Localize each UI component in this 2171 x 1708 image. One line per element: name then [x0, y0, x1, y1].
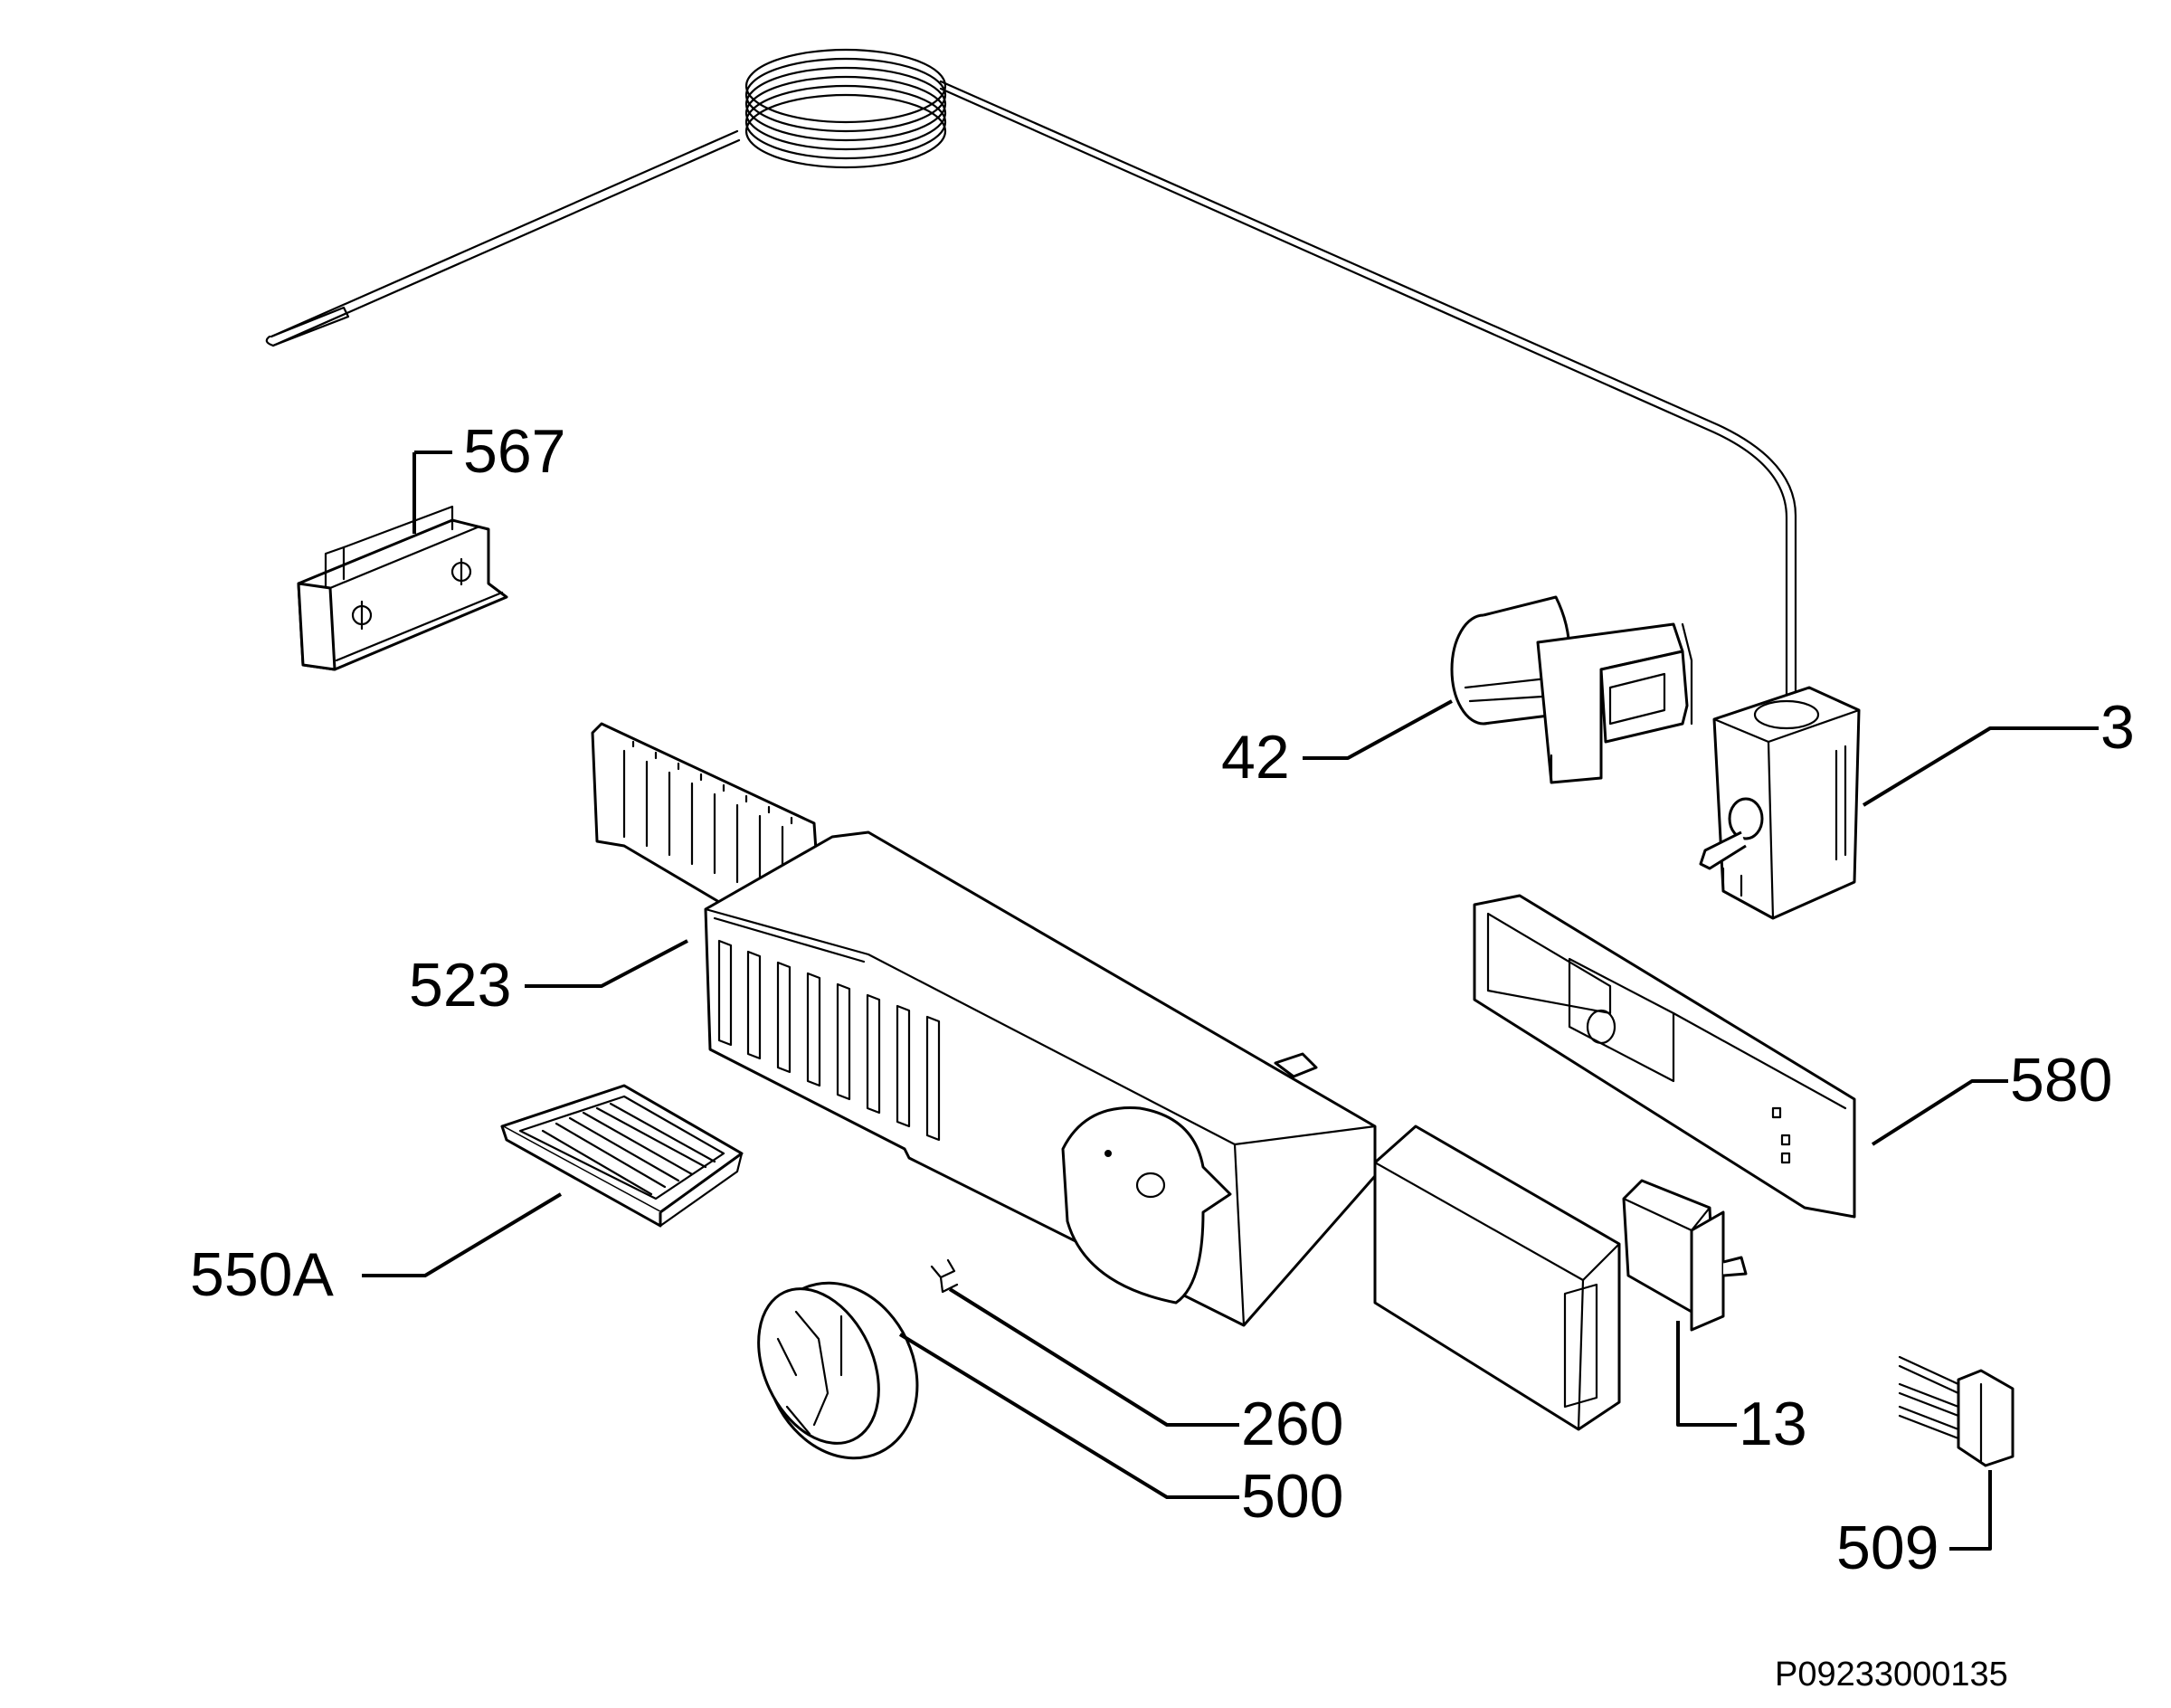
drawing-code: P09233000135: [1775, 1656, 2008, 1694]
label-500: 500: [1241, 1462, 1344, 1531]
leader-42: [1303, 699, 1453, 760]
part-523-housing: [591, 722, 1377, 1327]
switch-cover-box: [1373, 1124, 1621, 1431]
part-509-connector: [1898, 1355, 2015, 1467]
leader-13: [1676, 1321, 1737, 1427]
leader-3: [1862, 726, 2099, 807]
leader-580: [1871, 1079, 2008, 1146]
leader-lines: [362, 451, 2099, 1551]
leader-500: [898, 1333, 1239, 1499]
label-260: 260: [1241, 1390, 1344, 1458]
label-42: 42: [1221, 723, 1290, 792]
leader-523: [525, 939, 688, 988]
capillary-tube-sensor: [265, 48, 1797, 707]
label-550a: 550A: [190, 1240, 334, 1309]
label-13: 13: [1739, 1390, 1807, 1458]
part-3-thermostat: [1699, 686, 1861, 920]
part-580-circuit-board: [1473, 894, 1856, 1219]
label-580: 580: [2010, 1046, 2113, 1115]
part-500-knob: [757, 1281, 919, 1460]
label-523: 523: [409, 951, 512, 1020]
part-42-lamp-holder: [1450, 595, 1693, 784]
label-3: 3: [2100, 693, 2135, 762]
part-567-bracket: [297, 505, 508, 671]
part-13-switch: [1622, 1179, 1748, 1332]
label-509: 509: [1836, 1513, 1939, 1582]
leader-260: [948, 1287, 1239, 1427]
leader-550a: [362, 1192, 563, 1277]
leader-509: [1949, 1470, 1992, 1551]
label-567: 567: [463, 417, 566, 486]
part-550a-grille: [500, 1084, 744, 1228]
part-260-clip: [930, 1258, 959, 1294]
leader-567: [412, 451, 452, 534]
